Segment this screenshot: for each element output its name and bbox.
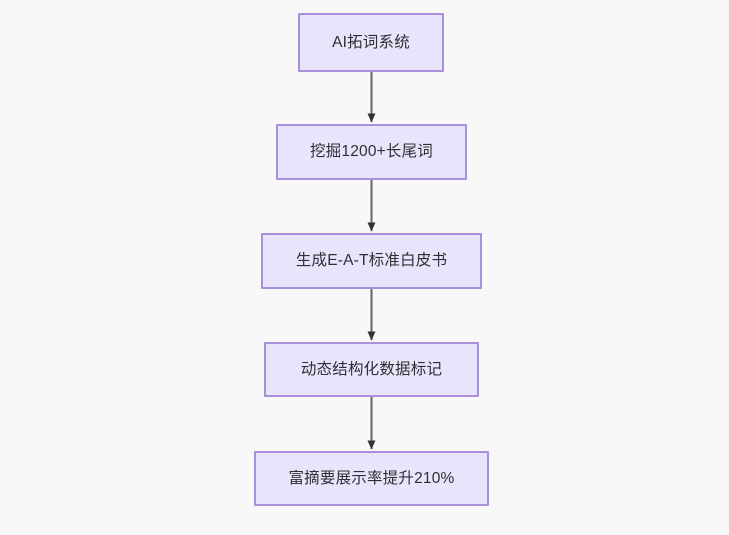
flow-node-mine-longtail-keywords[interactable]: 挖掘1200+长尾词: [276, 124, 467, 180]
flow-node-label: AI拓词系统: [332, 33, 410, 51]
flow-node-label: 挖掘1200+长尾词: [309, 143, 434, 161]
flow-node-label: 富摘要展示率提升210%: [288, 469, 455, 487]
flow-node-generate-eat-whitepaper[interactable]: 生成E-A-T标准白皮书: [261, 233, 482, 289]
flow-node-label: 生成E-A-T标准白皮书: [295, 252, 448, 270]
flow-node-ai-keyword-system[interactable]: AI拓词系统: [298, 13, 444, 72]
flow-node-dynamic-structured-data-markup[interactable]: 动态结构化数据标记: [264, 342, 479, 397]
flow-node-label: 动态结构化数据标记: [300, 360, 443, 378]
flow-node-rich-snippet-impression-lift[interactable]: 富摘要展示率提升210%: [254, 451, 489, 506]
